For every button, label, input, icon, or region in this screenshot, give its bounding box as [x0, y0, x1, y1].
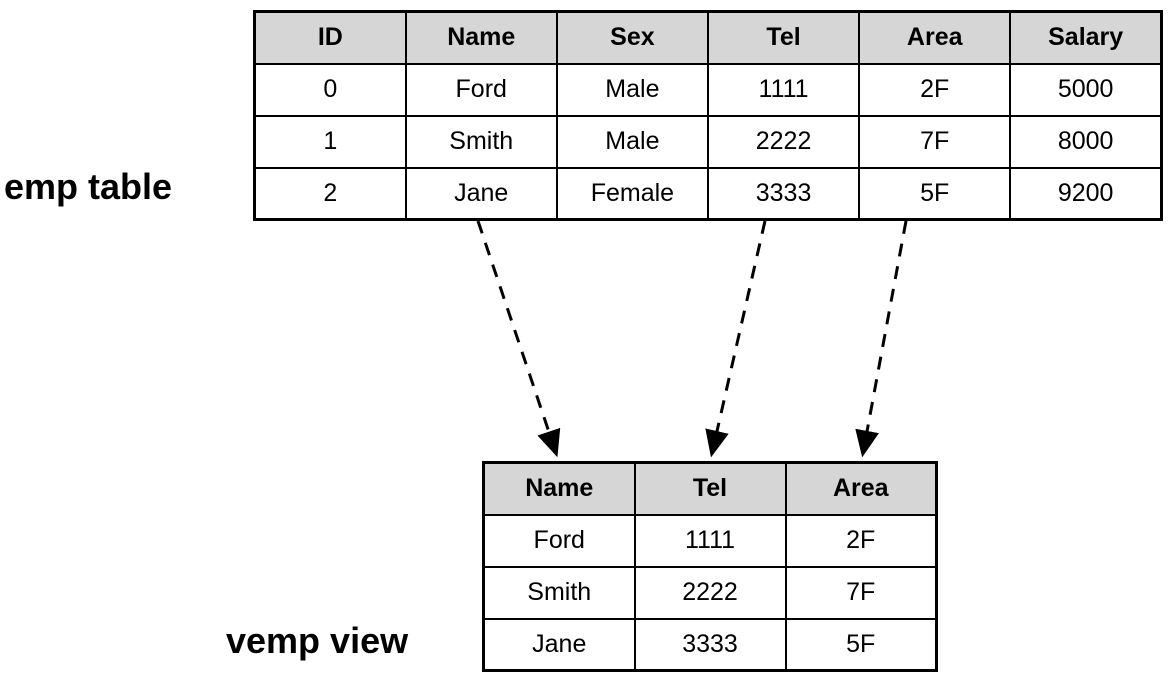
table-cell: Male [555, 62, 709, 117]
table-cell: Jane [482, 617, 636, 672]
table-cell: 7F [784, 565, 938, 620]
header-cell-sex: Sex [555, 10, 709, 65]
table-cell: 8000 [1009, 114, 1163, 169]
table-cell: 2222 [706, 114, 861, 169]
header-cell-id: ID [253, 10, 407, 65]
table-cell: 2 [253, 166, 407, 221]
table-cell: Smith [404, 114, 558, 169]
table-cell: Jane [404, 166, 558, 221]
emp-table-label: emp table [4, 166, 173, 207]
header-cell-tel: Tel [706, 10, 861, 65]
dashed-arrow-group [476, 220, 908, 458]
table-cell: 5F [858, 166, 1012, 221]
table-cell: 2222 [633, 565, 787, 620]
table-cell: 5000 [1009, 62, 1163, 117]
header-cell-salary: Salary [1009, 10, 1163, 65]
table-cell: 2F [858, 62, 1012, 117]
table-cell: 0 [253, 62, 407, 117]
table-cell: Ford [482, 513, 636, 568]
table-cell: 1 [253, 114, 407, 169]
table-cell: 2F [784, 513, 938, 568]
mapping-arrow-area [855, 220, 908, 458]
table-cell: 3333 [633, 617, 787, 672]
header-cell-tel: Tel [633, 461, 787, 516]
table-cell: 3333 [706, 166, 861, 221]
table-cell: Smith [482, 565, 636, 620]
table-cell: 7F [858, 114, 1012, 169]
table-cell: 5F [784, 617, 938, 672]
vemp-view-label: vemp view [226, 620, 409, 661]
table-cell: 9200 [1009, 166, 1163, 221]
header-cell-name: Name [404, 10, 558, 65]
header-cell-area: Area [784, 461, 938, 516]
table-cell: Female [555, 166, 709, 221]
table-cell: 1111 [706, 62, 861, 117]
table-cell: Ford [404, 62, 558, 117]
header-cell-name: Name [482, 461, 636, 516]
table-cell: 1111 [633, 513, 787, 568]
mapping-arrow-name [476, 220, 561, 458]
table-cell: Male [555, 114, 709, 169]
header-cell-area: Area [858, 10, 1012, 65]
mapping-arrow-tel [705, 220, 767, 458]
